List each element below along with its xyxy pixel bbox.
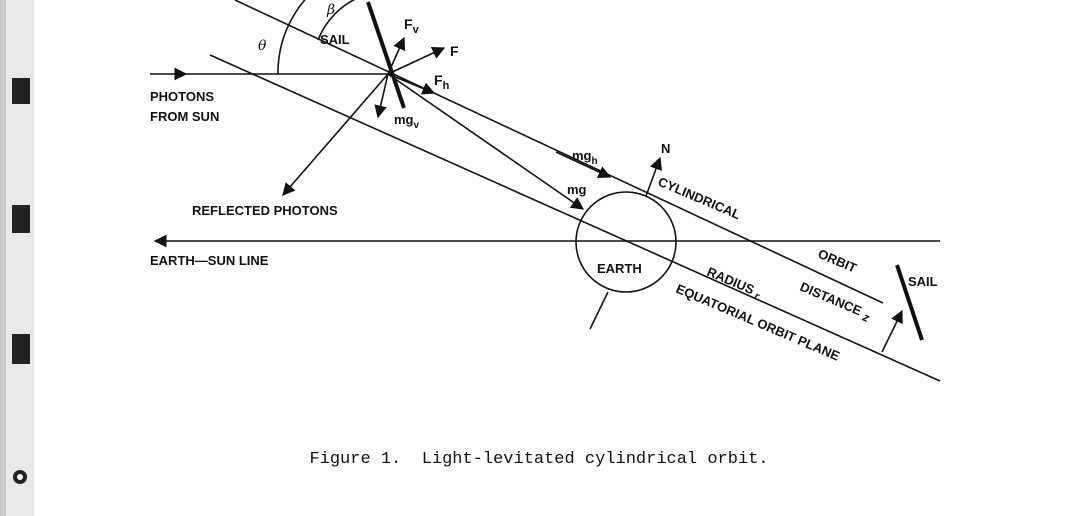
cylindrical-orbit-line [234,0,884,304]
force-fh-arrow [387,73,436,95]
caption-text: Light-levitated cylindrical orbit. [421,450,769,469]
sail-right-label: SAIL [908,274,938,289]
earth-circle [575,191,677,293]
earth-axis [589,291,609,330]
photons-label-line1: PHOTONS [150,89,214,104]
force-f-arrow [387,47,446,75]
photons-label-line2: FROM SUN [150,109,219,124]
sail-top [366,1,406,109]
figure-caption: Figure 1. Light-levitated cylindrical or… [0,450,1078,469]
distance-label: DISTANCEz [797,279,874,325]
f-label: F [450,43,459,59]
mgh-label: mgh [572,148,598,167]
force-mgh-arrow [555,151,612,178]
equatorial-plane-line [209,54,941,382]
reflected-photons-arrow [282,73,389,196]
reflected-photons-label: REFLECTED PHOTONS [192,203,338,218]
earth-sun-line-label: EARTH—SUN LINE [150,253,269,268]
theta-angle-arc [277,0,306,75]
distance-z-arrow [881,309,903,353]
beta-label: β [326,2,335,18]
force-mgv-arrow [374,73,389,119]
mg-label: mg [567,182,587,197]
earth-label: EARTH [597,261,642,276]
orbit-diagram: β θ SAIL Fv F Fh PHOTONS FROM SUN mgv mg… [150,0,941,382]
sail-right [895,264,924,341]
north-axis-arrow [645,156,663,197]
sail-top-label: SAIL [320,32,350,47]
fv-label: Fv [404,16,420,36]
caption-label: Figure 1. [309,450,402,469]
mgv-label: mgv [394,112,420,131]
n-label: N [661,141,670,156]
scan-edge-artifact [0,0,34,516]
orbit-label: ORBIT [816,246,859,276]
force-mg-arrow [387,73,585,210]
fh-label: Fh [434,72,450,92]
beta-angle-arc [317,0,356,41]
theta-label: θ [258,38,267,54]
